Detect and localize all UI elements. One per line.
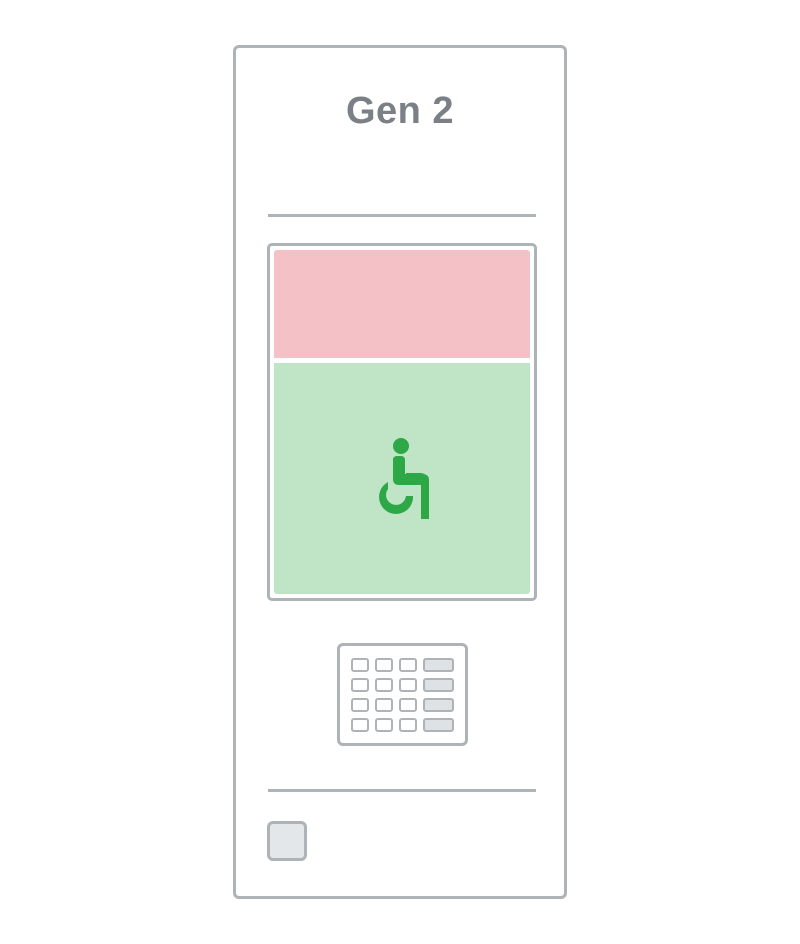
keypad-key[interactable] <box>399 678 417 692</box>
keypad-key[interactable] <box>423 658 454 672</box>
keypad-key[interactable] <box>375 658 393 672</box>
keypad-key[interactable] <box>351 658 369 672</box>
keypad-key[interactable] <box>399 718 417 732</box>
wheelchair-icon <box>379 438 429 519</box>
keypad-key[interactable] <box>375 718 393 732</box>
keypad-key[interactable] <box>423 678 454 692</box>
status-screen <box>267 243 537 601</box>
keypad-key[interactable] <box>399 698 417 712</box>
keypad-key[interactable] <box>423 718 454 732</box>
square-button[interactable] <box>267 821 307 861</box>
keypad-key[interactable] <box>399 658 417 672</box>
keypad-key[interactable] <box>375 678 393 692</box>
device-title: Gen 2 <box>345 90 455 132</box>
keypad-key[interactable] <box>351 678 369 692</box>
keypad-key[interactable] <box>375 698 393 712</box>
keypad[interactable] <box>337 643 468 746</box>
top-divider <box>268 214 536 217</box>
occupied-indicator <box>274 250 530 358</box>
keypad-key[interactable] <box>351 718 369 732</box>
bottom-divider <box>268 789 536 792</box>
available-indicator <box>274 363 530 594</box>
access-control-device: Gen 2 <box>233 45 567 899</box>
keypad-key[interactable] <box>423 698 454 712</box>
keypad-key[interactable] <box>351 698 369 712</box>
